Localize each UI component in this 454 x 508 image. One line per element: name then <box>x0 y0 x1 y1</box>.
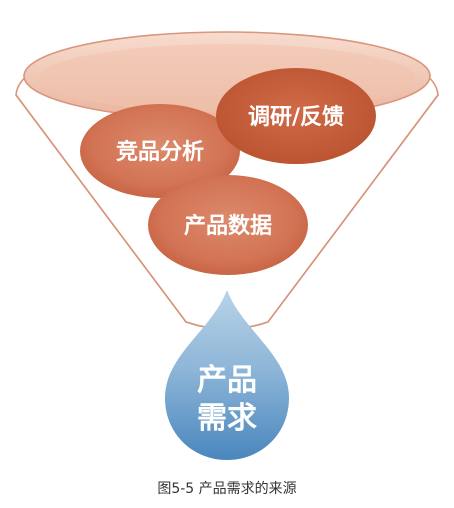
bubble-research-feedback: 调研/反馈 <box>216 68 376 164</box>
drop-product-requirement: 产品 需求 <box>165 290 289 460</box>
bubble-label: 竞品分析 <box>116 139 204 165</box>
drop-shape <box>165 290 289 460</box>
figure-caption: 图5-5 产品需求的来源 <box>157 481 297 497</box>
bubble-label: 产品数据 <box>184 213 272 239</box>
drop-label-line1: 产品 <box>197 363 257 398</box>
bubble-competitor-analysis: 竞品分析 <box>80 104 240 198</box>
bubble-label: 调研/反馈 <box>248 104 344 130</box>
drop-label-line2: 需求 <box>197 401 257 436</box>
bubble-product-data: 产品数据 <box>148 175 308 275</box>
